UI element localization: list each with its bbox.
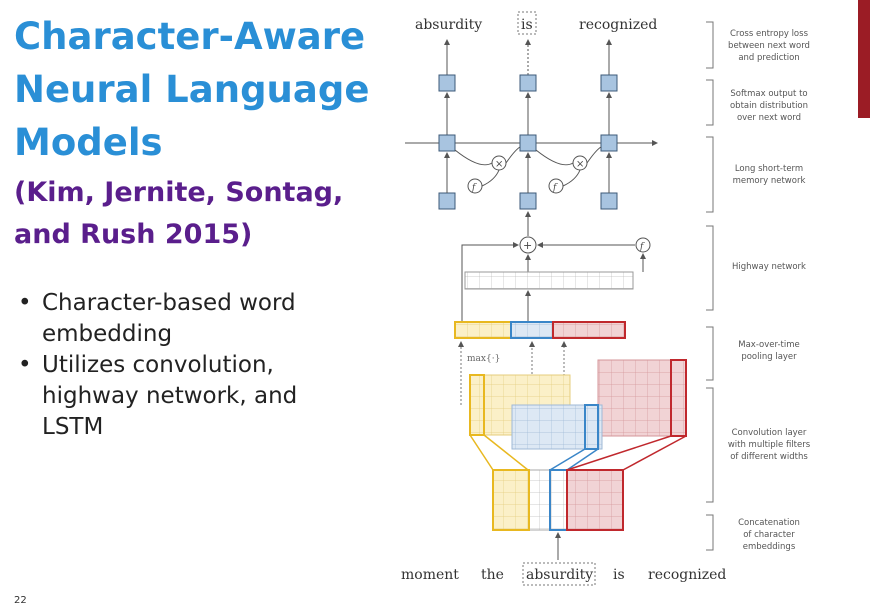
svg-text:of character: of character <box>743 530 795 540</box>
svg-text:embeddings: embeddings <box>743 542 796 552</box>
maxpool-blue-segment <box>510 321 554 339</box>
svg-text:f: f <box>639 242 645 252</box>
citation-subtitle: (Kim, Jernite, Sontag, and Rush 2015) <box>14 172 394 256</box>
svg-text:of different widths: of different widths <box>730 452 808 462</box>
svg-text:×: × <box>495 159 503 170</box>
transform-gate-icon <box>635 237 651 253</box>
svg-text:Cross entropy loss: Cross entropy loss <box>730 29 809 39</box>
subtitle-line-1: (Kim, Jernite, Sontag, <box>14 177 344 208</box>
conv-feature-map-red <box>597 359 687 437</box>
title-line-3: Models <box>14 121 163 164</box>
annotation-maxpool: Max-over-time pooling layer <box>738 340 799 362</box>
svg-text:Highway network: Highway network <box>732 262 806 272</box>
maxpool-red-segment <box>552 321 626 339</box>
subtitle-line-2: and Rush 2015) <box>14 219 253 250</box>
svg-text:pooling layer: pooling layer <box>741 352 797 362</box>
svg-text:obtain distribution: obtain distribution <box>730 101 808 111</box>
bottom-word-5: recognized <box>648 567 726 583</box>
lstm-input-cell <box>600 192 618 210</box>
lstm-cell <box>438 134 456 152</box>
svg-text:between next word: between next word <box>728 41 810 51</box>
bottom-word-3: absurdity <box>526 567 593 583</box>
conv-filter-blue <box>584 404 599 450</box>
top-word-3: recognized <box>579 17 657 33</box>
softmax-cell <box>519 74 537 92</box>
top-word-1: absurdity <box>415 17 482 33</box>
bottom-word-1: moment <box>401 567 459 583</box>
svg-text:f: f <box>471 183 477 193</box>
bullet-item: Utilizes convolution, highway network, a… <box>18 350 358 443</box>
top-word-2: is <box>521 17 533 33</box>
sum-gate-icon <box>519 236 537 254</box>
svg-text:Softmax output to: Softmax output to <box>730 89 807 99</box>
highway-layer <box>464 271 634 290</box>
lstm-cell <box>600 134 618 152</box>
conv-filter-red <box>670 359 687 437</box>
annotation-cross-entropy: Cross entropy loss between next word and… <box>728 29 810 63</box>
lstm-cell <box>519 134 537 152</box>
annotation-softmax: Softmax output to obtain distribution ov… <box>730 89 808 123</box>
slide-title: Character-Aware Neural Language Models <box>14 10 384 169</box>
lstm-input-cell <box>519 192 537 210</box>
annotation-conv: Convolution layer with multiple filters … <box>728 428 811 462</box>
svg-text:memory network: memory network <box>733 176 806 186</box>
bottom-word-4: is <box>613 567 625 583</box>
conv-filter-yellow <box>469 374 485 436</box>
title-line-1: Character-Aware <box>14 15 366 58</box>
svg-text:Max-over-time: Max-over-time <box>738 340 799 350</box>
svg-text:f: f <box>552 183 558 193</box>
bullet-item: Character-based word embedding <box>18 288 358 350</box>
lstm-input-cell <box>438 192 456 210</box>
svg-text:Convolution layer: Convolution layer <box>732 428 807 438</box>
bullet-list: Character-based word embedding Utilizes … <box>18 288 358 443</box>
absurdity-word-box <box>522 562 596 586</box>
char-aware-lm-diagram: absurdity is recognized × f × f + f <box>401 11 811 586</box>
accent-bar <box>858 0 870 118</box>
svg-text:and prediction: and prediction <box>738 53 799 63</box>
annotation-lstm: Long short-term memory network <box>733 164 806 186</box>
svg-text:Concatenation: Concatenation <box>738 518 800 528</box>
maxpool-yellow-segment <box>454 321 512 339</box>
annotation-highway: Highway network <box>732 262 806 272</box>
char-window-yellow <box>492 469 530 531</box>
svg-text:+: + <box>523 239 532 252</box>
svg-text:×: × <box>576 159 584 170</box>
softmax-cell <box>438 74 456 92</box>
max-label: max{·} <box>467 354 500 364</box>
is-word-box <box>517 11 537 35</box>
bottom-word-2: the <box>481 567 504 583</box>
annotation-concat: Concatenation of character embeddings <box>738 518 800 552</box>
char-window-red <box>566 469 624 531</box>
svg-text:Long short-term: Long short-term <box>735 164 803 174</box>
svg-text:over next word: over next word <box>737 113 801 123</box>
title-line-2: Neural Language <box>14 68 370 111</box>
conv-feature-map-blue <box>511 404 603 450</box>
softmax-cell <box>600 74 618 92</box>
svg-text:with multiple filters: with multiple filters <box>728 440 811 450</box>
page-number: 22 <box>14 595 27 606</box>
